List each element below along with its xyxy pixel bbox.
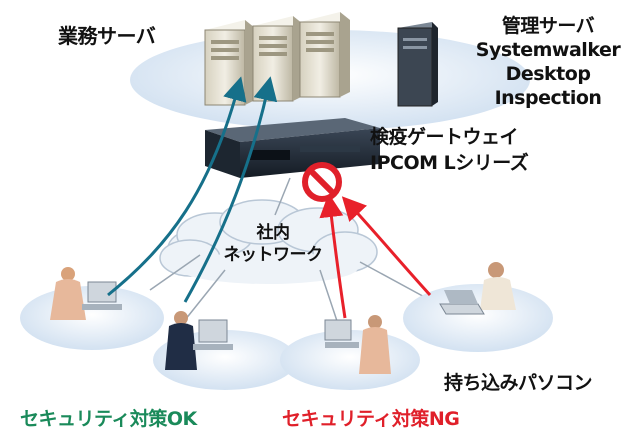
security-ng-label: セキュリティ対策NG: [282, 408, 460, 430]
user-pc-icon-2: [165, 311, 233, 370]
ng-arrows: [319, 193, 432, 319]
network-label: 社内 ネットワーク: [218, 222, 328, 266]
prohibited-icon: [302, 162, 342, 202]
user-pc-icon-3: [324, 315, 391, 374]
management-server-line-4: Inspection: [494, 87, 602, 109]
gateway-label-line-1: 検疫ゲートウェイ: [370, 126, 519, 148]
user-laptop-icon: [439, 262, 516, 315]
personal-pc-label: 持ち込みパソコン: [444, 372, 593, 394]
gateway-label: 検疫ゲートウェイ IPCOM Lシリーズ: [370, 124, 529, 176]
management-server-label: 管理サーバ Systemwalker Desktop Inspection: [468, 14, 628, 110]
gateway-appliance-icon: [205, 118, 380, 178]
management-server-line-3: Desktop: [505, 63, 591, 85]
network-label-line-1: 社内: [256, 223, 291, 243]
management-server-line-1: 管理サーバ: [501, 15, 595, 37]
business-server-icon: [204, 12, 350, 106]
gateway-label-line-2: IPCOM Lシリーズ: [370, 152, 529, 174]
user-pc-icon-1: [50, 267, 122, 320]
network-cloud: [159, 199, 378, 284]
management-server-line-2: Systemwalker: [475, 39, 621, 61]
ok-arrows: [107, 76, 278, 303]
management-server-icon: [397, 22, 438, 107]
network-label-line-2: ネットワーク: [223, 245, 324, 265]
security-ok-label: セキュリティ対策OK: [20, 408, 197, 430]
client-zone-ellipse-4: [403, 284, 553, 352]
business-server-label: 業務サーバ: [58, 24, 156, 48]
